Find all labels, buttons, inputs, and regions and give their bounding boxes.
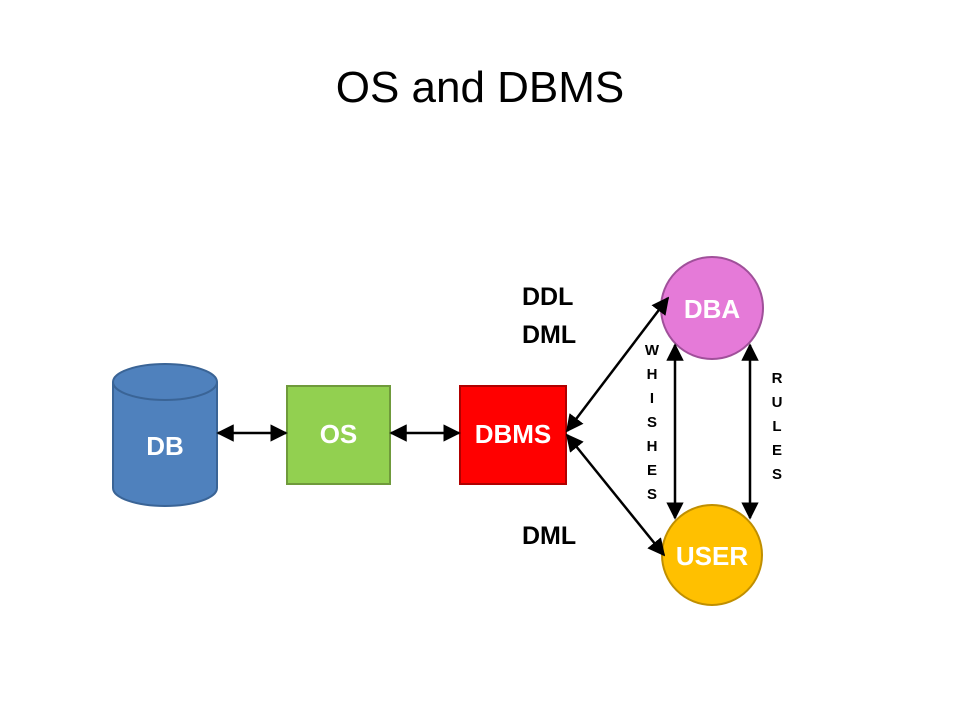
dbms-node: DBMS xyxy=(459,385,567,485)
db-node: DB xyxy=(112,363,218,507)
dba-label: DBA xyxy=(684,294,741,324)
dba-node: DBA xyxy=(660,256,764,360)
user-label: USER xyxy=(676,541,748,571)
ddl-label: DDL xyxy=(522,283,573,311)
os-node: OS xyxy=(286,385,391,485)
dml-bottom-label: DML xyxy=(522,522,576,550)
db-label: DB xyxy=(146,431,184,461)
arrow-dbms-dba xyxy=(565,296,670,433)
user-node: USER xyxy=(661,504,763,606)
os-label: OS xyxy=(320,419,358,449)
dml-top-label: DML xyxy=(522,321,576,349)
slide-title: OS and DBMS xyxy=(335,63,625,112)
arrow-dbms-user xyxy=(565,433,666,557)
dbms-label: DBMS xyxy=(475,419,552,449)
